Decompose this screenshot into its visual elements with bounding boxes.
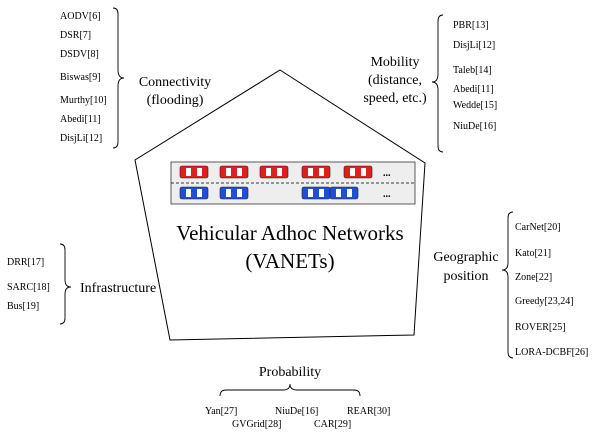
connectivity-ref: Murthy[10] <box>60 95 107 106</box>
mobility-label: speed, etc.) <box>363 91 427 106</box>
infrastructure-ref: SARC[18] <box>7 282 50 293</box>
vehicle-icon <box>329 186 359 200</box>
mobility-ref: Taleb[14] <box>453 65 492 76</box>
vehicle-ellipsis-bottom: ... <box>383 189 391 200</box>
geographic-ref: Zone[22] <box>515 272 552 283</box>
geographic-brace <box>501 211 514 359</box>
connectivity-group: AODV[6] DSR[7] DSDV[8] Biswas[9] Murthy[… <box>60 7 211 149</box>
vehicle-ellipsis-top: ... <box>383 168 391 179</box>
infrastructure-ref: Bus[19] <box>7 301 39 312</box>
connectivity-ref: AODV[6] <box>60 11 101 22</box>
mobility-group: Mobility (distance, speed, etc.) PBR[13]… <box>363 14 497 153</box>
mobility-ref: DisjLi[12] <box>453 40 495 51</box>
geographic-label: Geographic <box>433 250 498 265</box>
vehicle-icon <box>259 165 289 179</box>
mobility-ref: NiuDe[16] <box>453 121 496 132</box>
probability-ref: REAR[30] <box>347 406 390 417</box>
mobility-ref: Wedde[15] <box>453 100 497 111</box>
connectivity-ref: DisjLi[12] <box>60 133 102 144</box>
geographic-ref: Kato[21] <box>515 248 551 259</box>
mobility-label: Mobility <box>370 55 419 70</box>
vehicle-icon <box>219 186 249 200</box>
connectivity-ref: Abedi[11] <box>60 114 101 125</box>
vehicle-icon <box>301 186 331 200</box>
probability-ref: CAR[29] <box>314 419 351 430</box>
vehicle-icon <box>343 165 373 179</box>
mobility-brace <box>431 14 444 153</box>
mobility-label: (distance, <box>368 73 422 88</box>
infrastructure-ref: DRR[17] <box>7 257 44 268</box>
center-title-line1: Vehicular Adhoc Networks <box>176 221 403 245</box>
geographic-ref: Greedy[23,24] <box>515 296 574 307</box>
probability-ref: GVGrid[28] <box>232 419 281 430</box>
vehicle-row-bottom <box>179 186 359 200</box>
probability-group: Probability Yan[27] NiuDe[16] REAR[30] G… <box>205 365 390 430</box>
geographic-ref: CarNet[20] <box>515 222 561 233</box>
connectivity-ref: Biswas[9] <box>60 72 101 83</box>
connectivity-label: (flooding) <box>147 93 204 108</box>
infrastructure-brace <box>59 243 72 325</box>
vehicle-row-top <box>179 165 373 179</box>
mobility-ref: Abedi[11] <box>453 84 494 95</box>
connectivity-brace <box>112 7 125 149</box>
vehicle-icon <box>219 165 249 179</box>
vehicle-icon <box>179 186 209 200</box>
vehicle-icon <box>301 165 331 179</box>
connectivity-label: Connectivity <box>139 75 211 90</box>
geographic-ref: ROVER[25] <box>515 322 566 333</box>
mobility-ref: PBR[13] <box>453 20 489 31</box>
infrastructure-label: Infrastructure <box>80 281 156 296</box>
geographic-ref: LORA-DCBF[26] <box>515 347 588 358</box>
center-title-line2: (VANETs) <box>245 249 334 273</box>
vanet-pentagon <box>134 69 426 341</box>
probability-label: Probability <box>259 365 321 380</box>
probability-brace <box>219 383 361 397</box>
connectivity-ref: DSDV[8] <box>60 49 99 60</box>
vehicle-icon <box>179 165 209 179</box>
infrastructure-group: DRR[17] SARC[18] Bus[19] Infrastructure <box>7 243 156 325</box>
road-illustration: ... ... <box>170 161 416 205</box>
probability-ref: NiuDe[16] <box>275 406 318 417</box>
connectivity-ref: DSR[7] <box>60 30 91 41</box>
geographic-label: position <box>443 269 488 284</box>
probability-ref: Yan[27] <box>205 406 237 417</box>
geographic-group: Geographic position CarNet[20] Kato[21] … <box>433 211 588 359</box>
